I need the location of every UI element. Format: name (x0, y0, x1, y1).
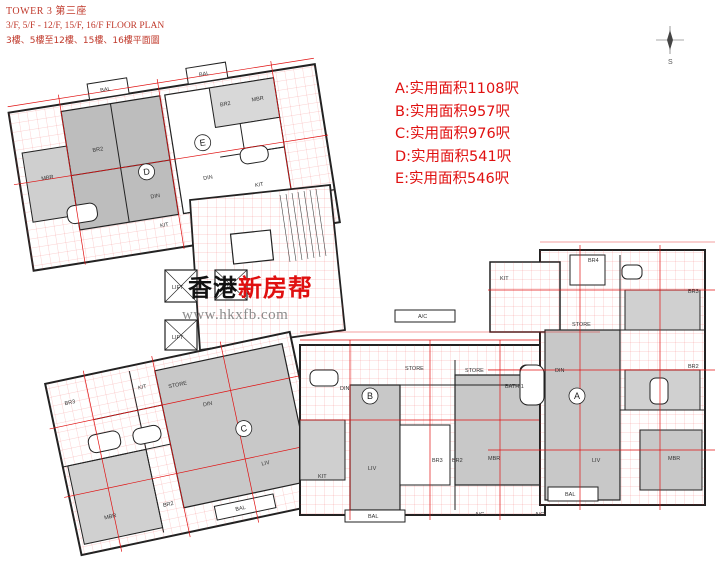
unit-d-letter: D (143, 166, 151, 177)
room-b-kit: KIT (318, 474, 327, 480)
floors-title-zh: 3樓、5樓至12樓、15樓、16樓平面圖 (6, 36, 160, 46)
watermark-brand: 香港新房帮 (188, 268, 313, 303)
core-area: LIFT LIFT LIFT (164, 184, 346, 352)
watermark-part-2: 新房帮 (238, 273, 313, 302)
room-a-store: STORE (572, 322, 591, 328)
room-b-liv: LIV (368, 466, 377, 472)
legend-item-e: E:实用面积546呎 (395, 171, 510, 187)
room-e-kit: KIT (255, 182, 265, 189)
room-a-bath: BATH 1 (505, 384, 524, 390)
room-a-bal: BAL (565, 492, 575, 498)
room-lift-3: LIFT (172, 335, 184, 341)
room-b-din: DIN (340, 386, 350, 392)
room-a-liv: LIV (592, 458, 601, 464)
room-e-mbr: MBR (251, 96, 264, 104)
room-b-bal: BAL (368, 514, 378, 520)
room-d-kit: KIT (160, 222, 170, 229)
label-ac: A/C (418, 314, 427, 320)
label-ac-3: A/C (475, 512, 484, 518)
room-c-liv: LIV (261, 460, 271, 468)
unit-b-letter: B (367, 391, 373, 401)
compass: S (652, 24, 688, 68)
unit-c-area (154, 343, 312, 509)
room-a-br4: BR4 (588, 258, 599, 264)
floors-title-en: 3/F, 5/F - 12/F, 15/F, 16/F FLOOR PLAN (6, 21, 165, 31)
unit-b-area (349, 384, 401, 511)
unit-a-area (544, 329, 621, 501)
unit-a-block: A LIV DIN MBR BR2 BR3 BR4 STORE BAL KIT … (465, 245, 715, 518)
legend-item-d: D:实用面积541呎 (395, 148, 512, 165)
unit-area-legend: A:实用面积1108呎 B:实用面积957呎 C:实用面积976呎 D:实用面积… (395, 78, 519, 191)
legend-item-c: C:实用面积976呎 (395, 126, 511, 142)
room-lift-2: LIFT (222, 285, 234, 291)
unit-b-block: B LIV DIN MBR BR2 BR3 STORE KIT BAL A/C (299, 309, 546, 523)
tower-title: TOWER 3 第三座 (6, 6, 87, 17)
compass-label: S (668, 59, 673, 66)
room-c-br2: BR2 (163, 501, 175, 509)
room-a-br2: BR2 (688, 364, 699, 370)
room-b-br2: BR2 (452, 458, 463, 464)
room-c-store: STORE (168, 380, 188, 390)
room-c-din: DIN (202, 401, 213, 409)
room-e-bal: BAL (199, 71, 210, 79)
room-d-br2: BR2 (92, 146, 104, 154)
unit-a-letter: A (574, 391, 580, 401)
wing-lower-left: C LIV DIN MBR BR2 BR3 STORE KIT BAL (43, 330, 328, 557)
label-store-mid: STORE (465, 368, 484, 374)
watermark-url: www.hkxfb.com (182, 307, 289, 323)
room-a-din: DIN (555, 368, 565, 374)
room-d-din: DIN (150, 193, 160, 200)
room-a-kit: KIT (500, 276, 509, 282)
room-e-br2: BR2 (220, 101, 232, 109)
room-c-bal: BAL (235, 505, 246, 513)
title-block: TOWER 3 第三座 3/F, 5/F - 12/F, 15/F, 16/F … (6, 4, 164, 49)
room-lift-1: LIFT (172, 285, 184, 291)
room-b-store: STORE (405, 366, 424, 372)
compass-icon: S (656, 26, 684, 66)
room-a-br3: BR3 (688, 289, 699, 295)
unit-c-letter: C (240, 423, 249, 434)
room-c-kit: KIT (138, 384, 148, 392)
room-a-mbr: MBR (668, 456, 680, 462)
room-b-mbr: MBR (488, 456, 500, 462)
room-c-mbr: MBR (104, 513, 117, 521)
legend-item-a: A:实用面积1108呎 (395, 81, 519, 97)
label-ac-2: A/C (535, 512, 544, 518)
room-b-br3: BR3 (432, 458, 443, 464)
room-d-mbr: MBR (41, 174, 54, 182)
legend-item-b: B:实用面积957呎 (395, 103, 511, 120)
unit-e-letter: E (199, 137, 207, 148)
room-d-bal: BAL (100, 86, 111, 94)
room-c-br3: BR3 (64, 399, 76, 407)
room-e-din: DIN (203, 175, 213, 182)
watermark-part-1: 香港 (188, 273, 238, 302)
